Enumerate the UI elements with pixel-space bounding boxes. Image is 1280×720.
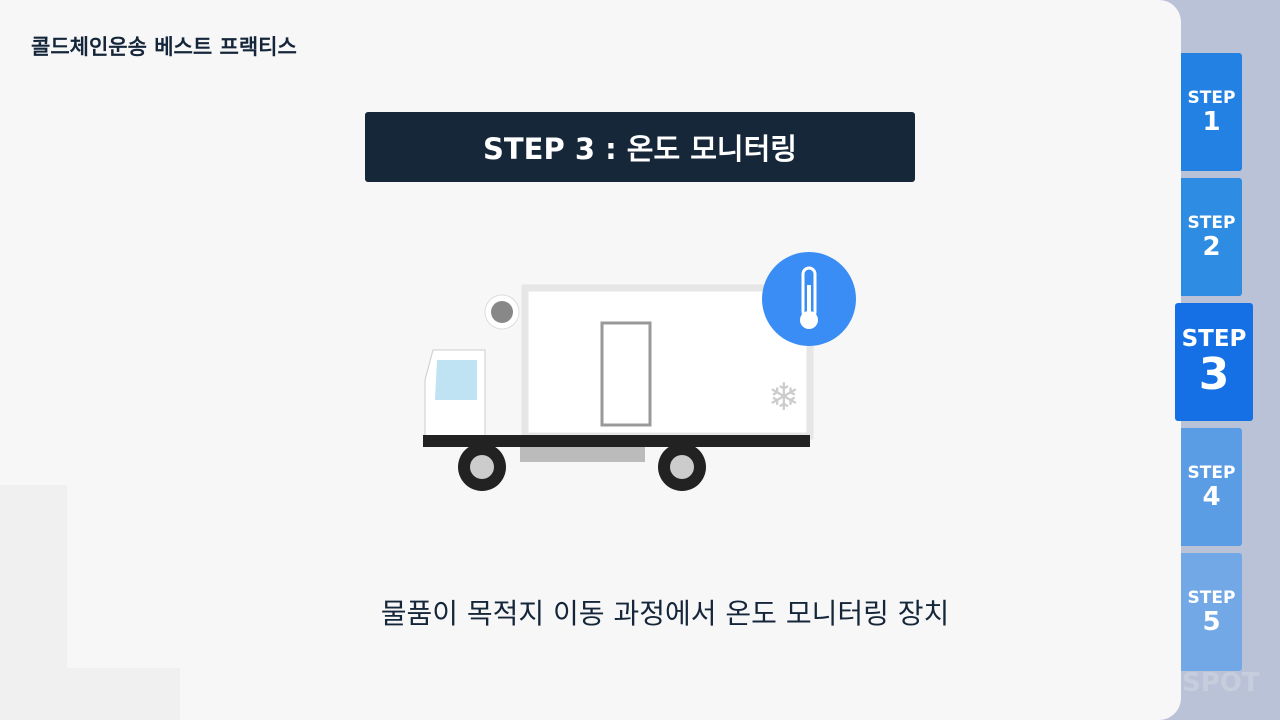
slide: 콜드체인운송 베스트 프랙티스 STEP 3 : 온도 모니터링 ❄ 물품이 목…: [0, 0, 1181, 720]
step-number: 4: [1202, 481, 1221, 512]
decor-block: [0, 668, 180, 720]
step-number: 5: [1202, 606, 1221, 637]
step-label: STEP: [1187, 587, 1236, 608]
step-label: STEP: [1187, 87, 1236, 108]
snowflake-icon: ❄: [768, 375, 800, 419]
step-label: STEP: [1181, 325, 1247, 352]
thermometer-icon: [762, 252, 856, 346]
refrigerated-truck-illustration: ❄: [423, 252, 856, 491]
watermark: SPOT: [1182, 668, 1260, 698]
page-title: 콜드체인운송 베스트 프랙티스: [31, 35, 297, 59]
step-number: 2: [1202, 231, 1221, 262]
step-banner: STEP 3 : 온도 모니터링: [365, 112, 915, 182]
step-label: STEP: [1187, 212, 1236, 233]
step-label: STEP: [1187, 462, 1236, 483]
step-number: 1: [1202, 106, 1221, 137]
step-description: 물품이 목적지 이동 과정에서 온도 모니터링 장치: [380, 597, 950, 630]
step-number: 3: [1198, 348, 1230, 400]
